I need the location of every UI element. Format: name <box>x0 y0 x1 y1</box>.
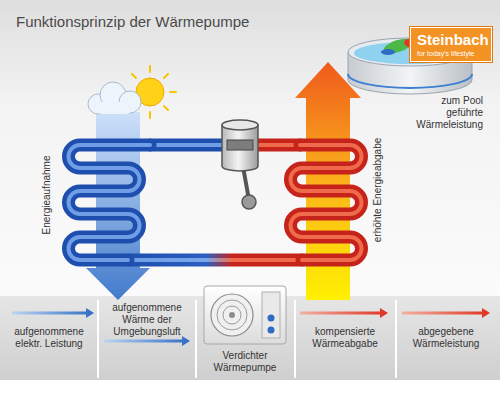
fan-grille <box>211 294 253 336</box>
flow-arrow <box>402 308 490 318</box>
crank-wheel <box>242 195 256 209</box>
sun-ray <box>164 106 168 110</box>
separator-line <box>195 300 197 378</box>
flow-arrow <box>104 336 190 346</box>
separator-line <box>97 300 99 378</box>
band-label: aufgenommene elektr. Leistung <box>4 326 94 350</box>
unit-casing <box>204 286 286 344</box>
refrigerant-circuit <box>69 145 362 260</box>
sun-ray <box>149 66 151 72</box>
fan-hub <box>229 312 235 318</box>
water-connector <box>268 327 275 334</box>
side-label: Energieaufnahme <box>41 135 53 255</box>
unit-side-panel <box>262 292 280 338</box>
compressor-symbol <box>222 120 258 209</box>
pool-toy <box>381 49 395 55</box>
cylinder-top <box>222 120 258 130</box>
fan-grille-ring <box>217 300 247 330</box>
cloud-symbol <box>88 82 141 114</box>
band-label: abgegebene Wärmeleistung <box>401 326 491 350</box>
water-connector <box>268 315 275 322</box>
side-label: erhöhte Energieabgabe <box>372 120 384 260</box>
separator-line <box>395 300 397 378</box>
flow-arrow <box>300 308 388 318</box>
condenser-coil <box>291 145 362 260</box>
suction-pipe <box>150 139 222 152</box>
cylinder-body <box>222 125 258 171</box>
sun-ray <box>164 74 168 78</box>
sun-ray <box>149 112 151 118</box>
brand-name: Steinbach <box>411 28 491 48</box>
evaporator-coil <box>69 145 151 260</box>
footer-space <box>0 380 500 400</box>
brand-slogan: for today's lifestyle <box>411 48 491 58</box>
pool-stripe <box>348 74 472 88</box>
heat-pump-unit <box>204 286 286 344</box>
band-label: aufgenommene Wärme der Umgebungsluft <box>102 302 192 338</box>
piston <box>227 140 253 150</box>
evaporator-coil-highlight <box>69 145 151 260</box>
background <box>0 0 500 296</box>
fan-grille-ring <box>223 306 241 324</box>
diagram-title: Funktionsprinzip der Wärmepumpe <box>16 13 249 30</box>
suction-pipe-highlight <box>150 143 222 147</box>
heat-output-note: zum Pool geführte Wärmeleistung <box>413 95 483 131</box>
cloud-base <box>96 102 132 114</box>
logo-box: Steinbachfor today's lifestyle <box>410 27 492 62</box>
return-pipe-highlight <box>128 258 302 262</box>
band-label: kompensierte Wärmeabgabe <box>300 326 390 350</box>
condenser-coil-highlight <box>291 145 362 260</box>
unit-label: Verdichter Wärmepumpe <box>205 350 285 374</box>
sun-ray <box>170 91 176 93</box>
return-pipe <box>128 254 302 267</box>
sun-ray <box>132 74 136 78</box>
flow-arrow <box>12 308 94 318</box>
separator-line <box>294 300 296 378</box>
